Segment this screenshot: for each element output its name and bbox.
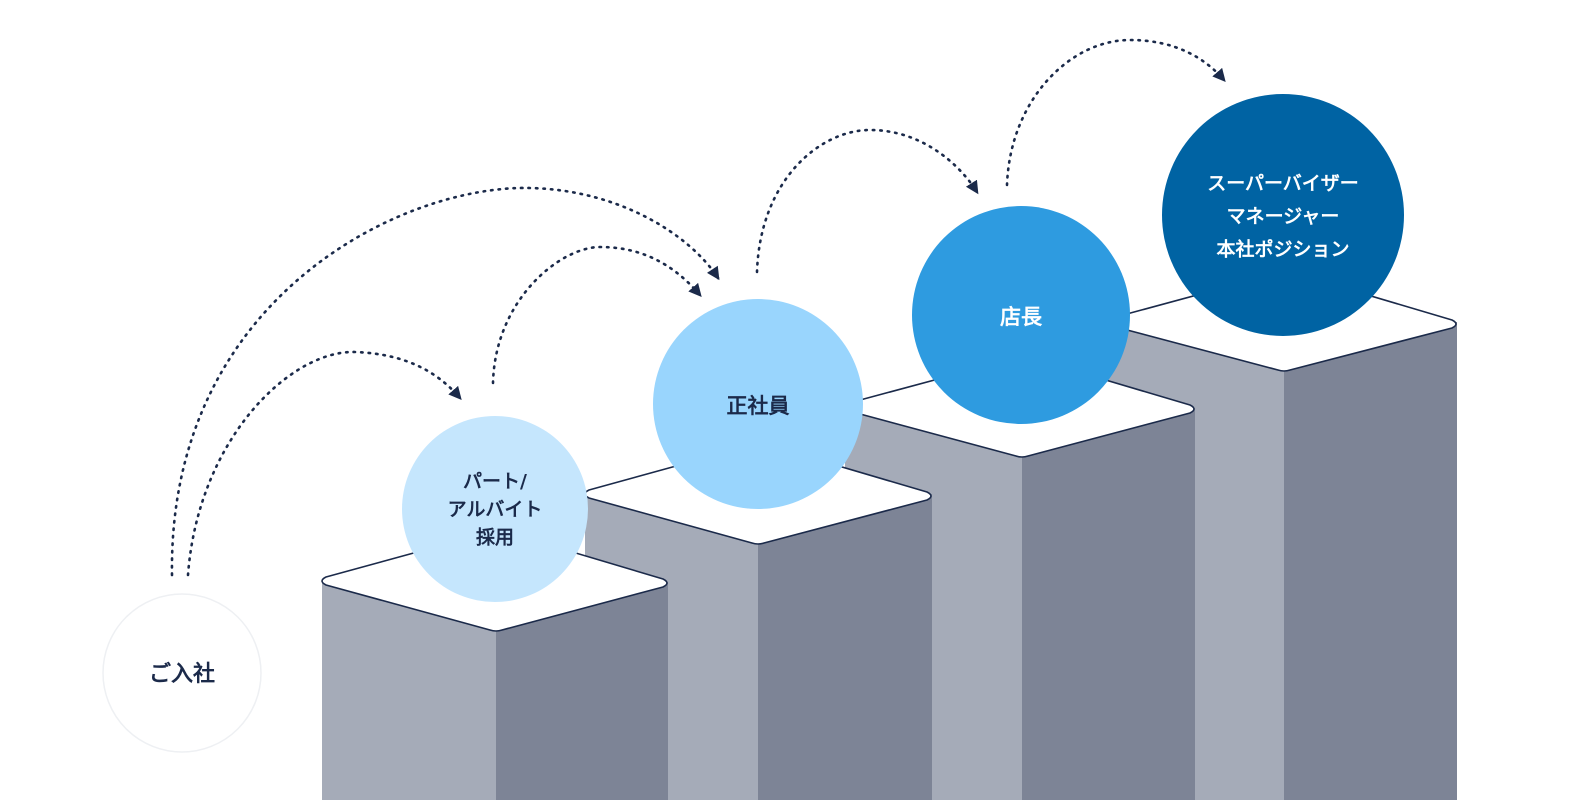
- step-parttime-label-line1: パート/: [463, 471, 527, 493]
- step-entry: ご入社: [102, 593, 262, 753]
- step-entry-label: ご入社: [149, 661, 215, 687]
- step-store-manager-label: 店長: [1000, 305, 1043, 329]
- arrow-parttime-to-fulltime: [491, 245, 702, 385]
- step-parttime-label-line2: アルバイト: [448, 499, 543, 521]
- step-parttime: パート/ アルバイト 採用: [402, 416, 588, 602]
- step-fulltime: 正社員: [653, 299, 863, 509]
- step-supervisor: スーパーバイザー マネージャー 本社ポジション: [1162, 94, 1404, 336]
- arrow-fulltime-to-manager: [755, 128, 979, 274]
- step-store-manager: 店長: [912, 206, 1130, 424]
- step-supervisor-label-line3: 本社ポジション: [1216, 238, 1349, 261]
- arrow-manager-to-supervisor: [1005, 38, 1226, 187]
- step-fulltime-label: 正社員: [727, 394, 790, 418]
- step-parttime-label-line3: 採用: [476, 527, 514, 549]
- step-supervisor-label-line2: マネージャー: [1227, 206, 1340, 228]
- step-supervisor-label-line1: スーパーバイザー: [1207, 173, 1359, 195]
- arrow-entry-to-parttime: [186, 350, 462, 577]
- arrow-entry-to-fulltime: [170, 186, 720, 577]
